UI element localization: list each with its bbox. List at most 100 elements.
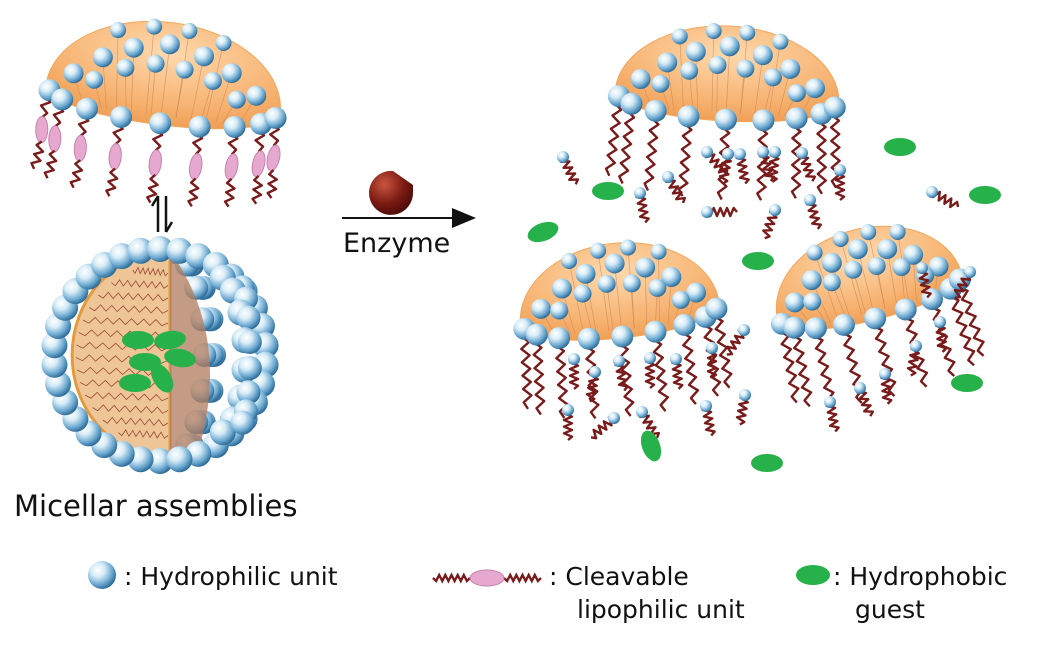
tail — [251, 174, 263, 205]
hydrophilic-bead — [722, 148, 734, 160]
lipophilic-oval — [266, 144, 281, 172]
hydrophilic-bead — [203, 71, 222, 90]
legend-lipophilic: : Cleavable lipophilic unit — [549, 560, 745, 626]
hydrophilic-bead — [611, 325, 634, 348]
hydrophilic-bead — [568, 353, 580, 365]
left-half-micelle — [30, 18, 287, 208]
hydrophilic-bead — [147, 448, 173, 474]
tail — [105, 167, 119, 197]
hydrophilic-bead — [116, 58, 135, 77]
hydrophilic-bead — [738, 324, 750, 336]
hydrophobic-guest — [119, 374, 151, 392]
hydrophilic-bead — [127, 237, 154, 264]
hydrophilic-bead — [928, 256, 949, 277]
hydrophilic-bead — [823, 96, 846, 119]
tail — [956, 279, 985, 357]
hydrophilic-bead — [622, 274, 641, 293]
hydrophilic-bead — [705, 297, 728, 320]
legend-lipophilic-line1: : Cleavable — [549, 562, 689, 591]
hydrophilic-bead — [708, 56, 727, 75]
hydrophilic-bead — [701, 146, 713, 158]
hydrophilic-bead — [867, 257, 886, 276]
hydrophilic-bead — [719, 36, 740, 57]
hydrophilic-bead — [772, 33, 789, 50]
hydrophilic-bead — [41, 351, 68, 378]
hydrophilic-bead — [785, 107, 808, 130]
hydrophilic-bead — [149, 112, 172, 135]
hydrophilic-bead — [844, 260, 863, 279]
hydrophilic-bead — [619, 239, 636, 256]
hydrophilic-bead — [166, 446, 193, 473]
hydrophilic-bead — [194, 46, 215, 67]
hydrophobic-guest — [884, 138, 916, 156]
hydrophilic-bead — [237, 356, 262, 381]
hydrophilic-bead — [548, 327, 571, 350]
hydrophilic-bead — [686, 282, 707, 303]
hydrophilic-bead — [860, 224, 877, 241]
legend-hydrophilic: : Hydrophilic unit — [124, 560, 338, 593]
hydrophilic-bead — [706, 342, 718, 354]
hydrophilic-bead — [223, 115, 246, 138]
hydrophilic-bead — [608, 412, 620, 424]
hydrophilic-bead — [635, 257, 656, 278]
hydrophilic-bead — [45, 371, 72, 398]
hydrophilic-bead — [671, 290, 690, 309]
core-chain — [118, 429, 169, 439]
tail — [187, 177, 200, 207]
core-chain — [111, 279, 169, 289]
hydrophilic-bead — [714, 108, 737, 131]
hydrophilic-bead — [41, 332, 68, 359]
lipophilic-oval — [251, 150, 266, 178]
hydrophilic-bead — [804, 317, 827, 340]
hydrophilic-bead — [92, 47, 113, 68]
hydrophilic-bead — [644, 320, 667, 343]
hydrophilic-bead — [634, 187, 646, 199]
hydrophilic-bead — [847, 239, 868, 260]
tail — [30, 140, 45, 170]
hydrophilic-bead — [670, 353, 682, 365]
hydrophobic-guest — [150, 363, 174, 393]
hydrophobic-guest — [122, 331, 154, 349]
hydrophilic-bead — [780, 58, 801, 79]
tail — [618, 103, 636, 185]
hydrophilic-bead — [51, 88, 74, 111]
legend-guest: : Hydrophobic guest — [833, 560, 1007, 626]
hydrophilic-bead — [110, 106, 133, 129]
hydrophilic-bead — [903, 244, 924, 265]
hydrophilic-bead — [783, 316, 806, 339]
hydrophilic-bead — [648, 278, 667, 297]
hydrophilic-bead — [237, 329, 262, 354]
hydrophilic-bead — [651, 74, 670, 93]
hydrophilic-bead — [604, 253, 625, 274]
hydrophilic-bead — [110, 22, 127, 39]
tail — [651, 331, 669, 412]
lipophilic-oval — [48, 125, 62, 153]
hydrophilic-bead — [63, 63, 84, 84]
hydrophobic-guest-icon — [796, 565, 830, 585]
hydrophilic-bead — [736, 59, 755, 78]
hydrophilic-bead — [188, 115, 211, 138]
hydrophilic-bead — [76, 97, 99, 120]
hydrophilic-bead — [236, 380, 261, 405]
hydrophilic-bead — [701, 206, 713, 218]
tail — [617, 335, 635, 417]
hydrophilic-bead — [246, 85, 267, 106]
hydrophilic-bead — [657, 52, 678, 73]
hydrophilic-bead — [644, 99, 667, 122]
tail — [69, 159, 84, 189]
hydrophilic-bead — [784, 292, 805, 313]
hydrophilic-bead — [892, 258, 911, 277]
hydrophilic-bead — [677, 105, 700, 128]
hydrophilic-bead — [801, 270, 822, 291]
tail — [947, 288, 976, 367]
hydrophilic-bead — [916, 262, 928, 274]
hydrophilic-bead — [879, 368, 891, 380]
lipophilic-oval — [224, 153, 239, 181]
hydrophilic-bead — [806, 244, 823, 261]
hydrophilic-bead — [803, 292, 822, 311]
core-chain — [92, 404, 169, 414]
hydrophilic-bead — [894, 298, 917, 321]
hydrophilic-bead — [636, 406, 648, 418]
hydrophilic-bead — [910, 340, 922, 352]
core-chain — [98, 291, 169, 302]
